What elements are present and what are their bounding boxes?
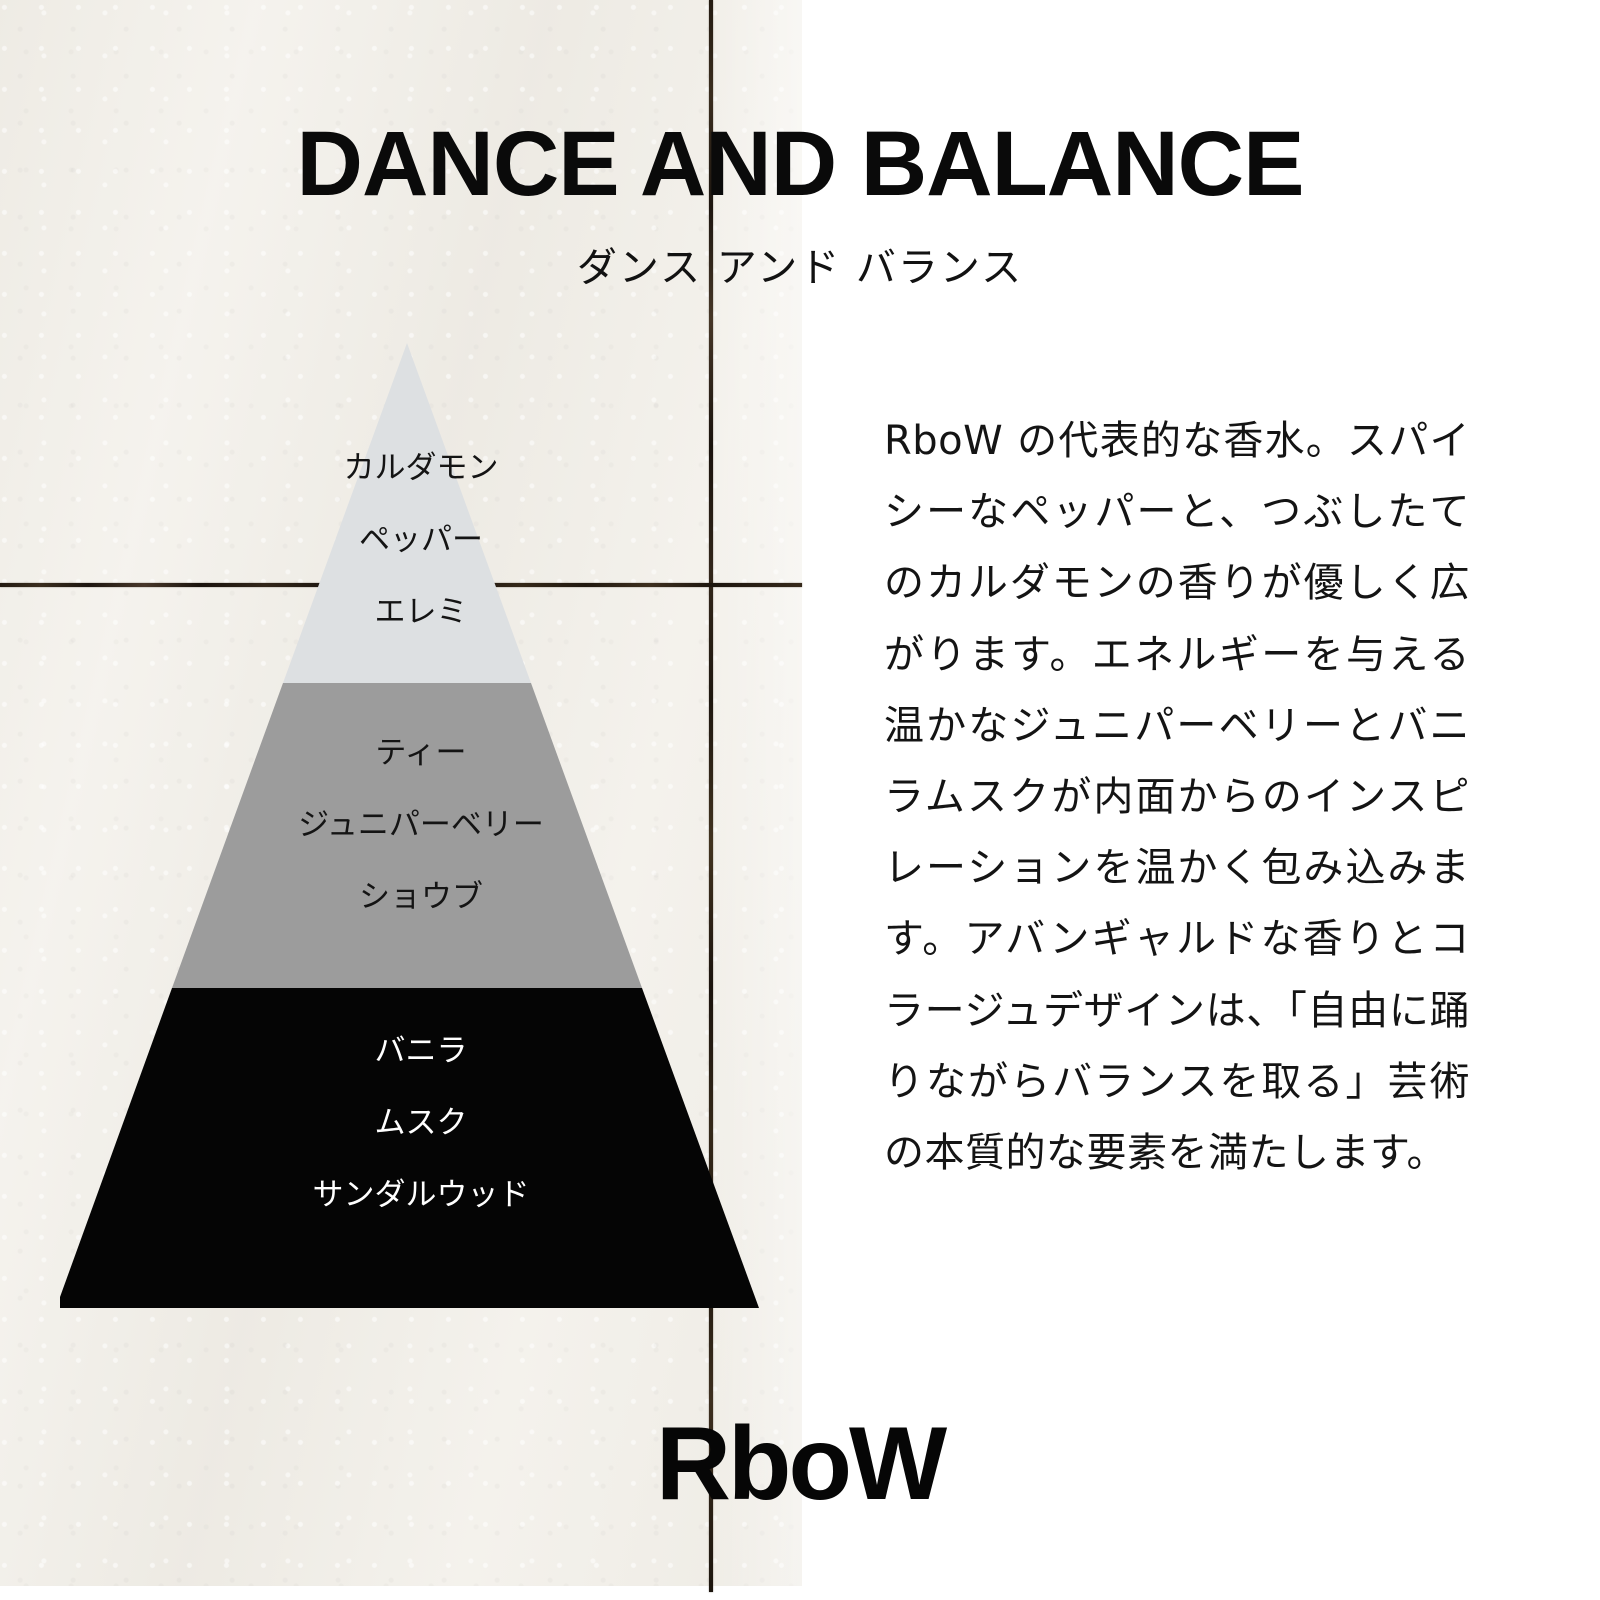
- pyramid-shape: [60, 343, 759, 1308]
- page-title: DANCE AND BALANCE: [296, 113, 1305, 215]
- brand-logotype: RboW: [655, 1406, 947, 1522]
- pyramid-tier-top: [283, 343, 531, 683]
- page-subtitle: ダンス アンド バランス: [576, 245, 1024, 291]
- pyramid-tier-heart: [172, 683, 642, 988]
- pyramid-tier-base: [60, 988, 759, 1308]
- headline-block: DANCE AND BALANCE ダンス アンド バランス: [0, 118, 1600, 288]
- fragrance-note-pyramid: カルダモン ペッパー エレミ ティー ジュニパーベリー ショウブ バニラ ムスク…: [60, 343, 782, 1311]
- vertical-grid-rule: [709, 0, 713, 1592]
- product-description: RboW の代表的な香水。スパイシーなペッパーと、つぶしたてのカルダモンの香りが…: [884, 418, 1470, 1176]
